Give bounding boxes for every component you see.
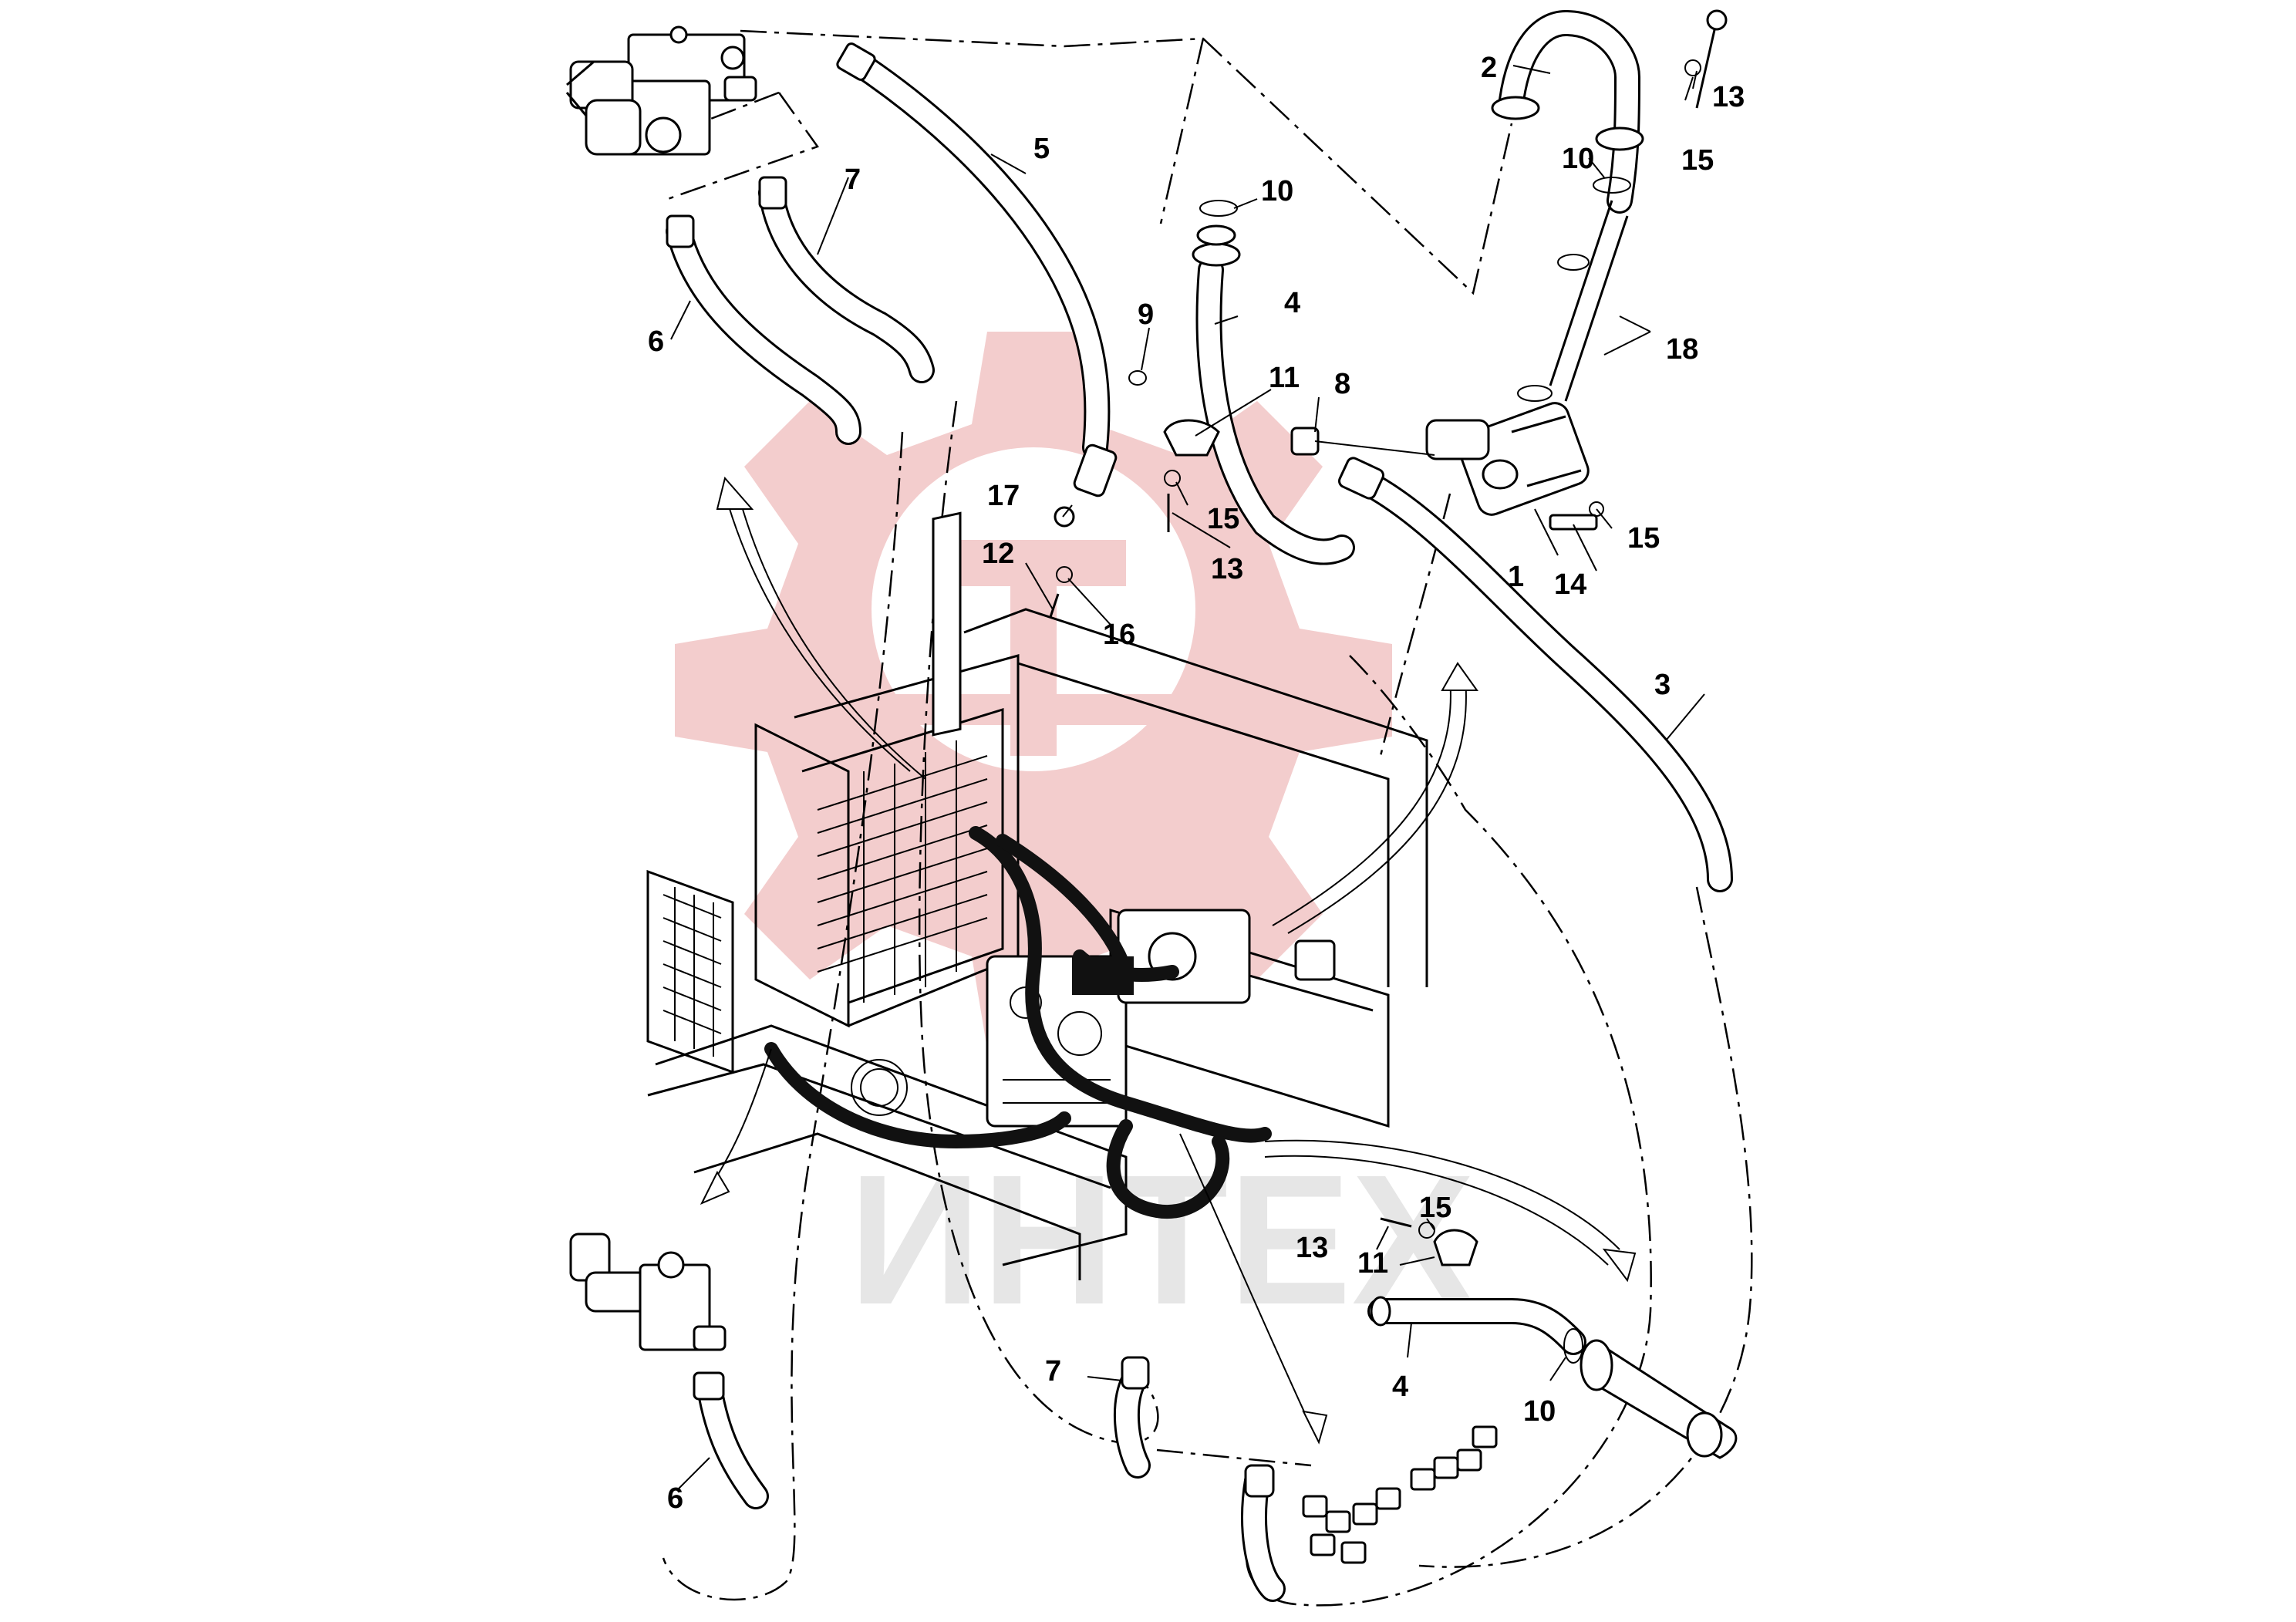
callout-7-lower: 7 (1045, 1355, 1061, 1388)
o-ring-9 (1128, 370, 1147, 386)
o-ring-10-bottom (1563, 1328, 1583, 1364)
callout-17: 17 (987, 480, 1020, 512)
hose-3 (1338, 457, 1733, 892)
fitting-8 (1290, 427, 1435, 456)
bolt-12 (1049, 593, 1060, 618)
hose-7-lower (1114, 1356, 1151, 1479)
hose-lower-fittings (1241, 1425, 1498, 1602)
hose-6-upper (666, 214, 861, 445)
washer-15-top (1684, 59, 1701, 76)
bolt-14 (1549, 501, 1604, 531)
washer-15-mid (1164, 470, 1181, 487)
radiator-cooler-assembly (754, 511, 1020, 1028)
callout-15-mid: 15 (1207, 503, 1239, 535)
o-ring-10-top (1199, 200, 1238, 217)
bolt-13-lower (1380, 1217, 1412, 1228)
flange-kit-18 (1517, 177, 1631, 402)
callout-6-top: 6 (648, 325, 664, 358)
clamp-17 (1054, 506, 1075, 528)
suction-tube-2 (1491, 9, 1644, 214)
bolt-13-top (1695, 9, 1728, 109)
callout-3: 3 (1654, 669, 1671, 701)
callout-15-lower: 15 (1419, 1192, 1451, 1224)
hose-4-lower (1367, 1296, 1738, 1459)
callout-16: 16 (1103, 619, 1135, 651)
leader-lines (670, 65, 1705, 1489)
callout-13-lower: 13 (1296, 1232, 1328, 1264)
hydraulic-pump (1425, 402, 1590, 516)
clamp-11-upper (1163, 419, 1220, 457)
callout-15-top: 15 (1681, 144, 1714, 177)
hose-6-lower (693, 1371, 769, 1509)
callout-11-lower: 11 (1357, 1247, 1388, 1280)
callout-labels: 2 13 15 10 18 5 7 6 10 4 9 11 8 15 13 17… (648, 52, 1745, 1515)
callout-2: 2 (1481, 52, 1497, 84)
callout-8: 8 (1334, 368, 1350, 400)
callout-6-lower: 6 (667, 1482, 683, 1515)
direction-arrows (700, 476, 1637, 1445)
callout-14: 14 (1554, 568, 1586, 601)
hose-7-upper (758, 176, 935, 383)
callout-12: 12 (982, 538, 1014, 570)
callout-11-top: 11 (1269, 362, 1300, 394)
callout-9: 9 (1138, 298, 1154, 331)
washer-16 (1056, 566, 1073, 583)
callout-18: 18 (1666, 333, 1698, 366)
callout-1: 1 (1508, 561, 1524, 593)
clamp-11-lower (1433, 1229, 1478, 1266)
callout-4-lower: 4 (1392, 1371, 1408, 1403)
callout-10-top-mid: 10 (1261, 175, 1293, 207)
callout-15-right: 15 (1627, 522, 1660, 555)
routing-dash-lines (662, 29, 1753, 1607)
control-valve-block-bottom (569, 1233, 727, 1351)
callout-13-top: 13 (1712, 81, 1745, 113)
control-valve-block-top (565, 25, 757, 156)
callout-4-top: 4 (1284, 287, 1300, 319)
hose-5 (836, 42, 1118, 497)
callout-7-top: 7 (845, 164, 861, 196)
callout-10-lower: 10 (1523, 1395, 1556, 1428)
callout-5: 5 (1033, 133, 1050, 165)
callout-13-mid: 13 (1211, 553, 1243, 585)
installed-hoses-dark (764, 826, 1272, 1219)
hose-4-upper (1192, 224, 1355, 565)
callout-10-top-right: 10 (1562, 143, 1594, 175)
